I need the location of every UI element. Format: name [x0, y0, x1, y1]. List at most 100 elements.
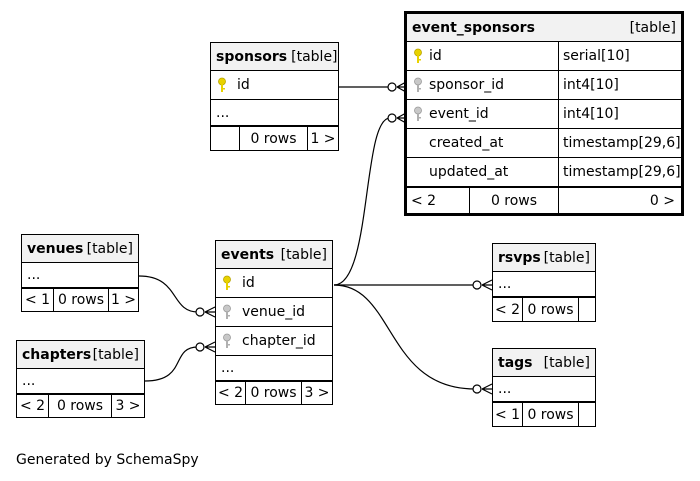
column-name: venue_id: [242, 304, 306, 320]
table-rsvps[interactable]: rsvps [table] ... < 2 0 rows: [492, 243, 596, 322]
table-footer: < 2 0 rows 3 >: [216, 381, 332, 404]
table-footer: < 1 0 rows: [493, 402, 595, 426]
column-name: id: [242, 275, 255, 291]
table-tags[interactable]: tags [table] ... < 1 0 rows: [492, 348, 596, 427]
column-type: timestamp[29,6]: [558, 129, 681, 157]
table-header: chapters [table]: [17, 341, 144, 369]
table-kind: [table]: [92, 346, 139, 363]
column-type: serial[10]: [558, 42, 681, 70]
more-columns: ...: [493, 377, 595, 402]
column-row[interactable]: id: [211, 71, 338, 100]
table-name: sponsors: [216, 48, 288, 65]
row-count: 0 rows: [53, 289, 108, 311]
column-row[interactable]: updated_at timestamp[29,6]: [407, 158, 681, 187]
table-venues[interactable]: venues [table] ... < 1 0 rows 1 >: [21, 234, 139, 312]
row-count: 0 rows: [522, 403, 578, 426]
rel-chapters-events: [144, 346, 199, 382]
table-name: chapters: [22, 346, 92, 363]
column-name: event_id: [429, 106, 489, 122]
children-count[interactable]: [578, 298, 595, 321]
table-sponsors[interactable]: sponsors [table] id ... 0 rows 1 >: [210, 42, 339, 151]
table-footer: < 2 0 rows 3 >: [17, 394, 144, 417]
parents-count[interactable]: < 2: [411, 192, 437, 209]
column-name: updated_at: [429, 164, 509, 180]
more-columns: ...: [211, 100, 338, 126]
column-row[interactable]: venue_id: [216, 298, 332, 327]
table-footer: < 2 0 rows: [493, 297, 595, 321]
parents-count[interactable]: < 2: [494, 301, 521, 318]
table-event-sponsors[interactable]: event_sponsors [table] id serial[10] spo…: [404, 11, 684, 216]
ellipsis: ...: [498, 276, 512, 292]
row-count: 0 rows: [245, 382, 301, 404]
parents-count[interactable]: < 1: [24, 292, 51, 308]
table-kind: [table]: [629, 19, 676, 36]
table-name: event_sponsors: [412, 19, 535, 36]
rel-venues-events: [138, 275, 199, 313]
row-count: 0 rows: [522, 298, 578, 321]
ellipsis: ...: [216, 104, 230, 121]
table-chapters[interactable]: chapters [table] ... < 2 0 rows 3 >: [16, 340, 145, 418]
column-row[interactable]: event_id int4[10]: [407, 100, 681, 129]
column-type: timestamp[29,6]: [558, 158, 681, 186]
ellipsis: ...: [498, 381, 512, 397]
optional-marker: [195, 307, 205, 317]
table-header: event_sponsors [table]: [407, 14, 681, 42]
foreign-key-icon: [407, 106, 429, 122]
table-kind: [table]: [280, 246, 327, 263]
column-row[interactable]: chapter_id: [216, 327, 332, 356]
parents-count[interactable]: < 2: [217, 385, 244, 401]
parents-count[interactable]: [211, 127, 239, 150]
table-kind: [table]: [86, 240, 133, 257]
column-name: id: [237, 77, 250, 93]
column-row[interactable]: id serial[10]: [407, 42, 681, 71]
column-name: id: [429, 48, 442, 64]
primary-key-icon: [216, 275, 238, 291]
table-footer: < 1 0 rows 1 >: [22, 288, 138, 311]
table-header: events [table]: [216, 241, 332, 269]
table-name: tags: [498, 354, 533, 371]
parents-count[interactable]: < 1: [494, 406, 521, 423]
children-count[interactable]: 3 >: [301, 382, 332, 404]
foreign-key-icon: [407, 77, 429, 93]
optional-marker: [387, 113, 397, 123]
children-count[interactable]: 1 >: [108, 289, 138, 311]
column-row[interactable]: created_at timestamp[29,6]: [407, 129, 681, 158]
ellipsis: ...: [27, 267, 41, 283]
more-columns: ...: [17, 369, 144, 394]
column-row[interactable]: id: [216, 269, 332, 298]
column-row[interactable]: sponsor_id int4[10]: [407, 71, 681, 100]
generated-by-footer: Generated by SchemaSpy: [16, 452, 199, 468]
table-header: venues [table]: [22, 235, 138, 263]
foreign-key-icon: [216, 304, 238, 320]
table-name: events: [221, 246, 275, 263]
more-columns: ...: [216, 356, 332, 381]
table-footer: 0 rows 1 >: [211, 126, 338, 150]
more-columns: ...: [493, 272, 595, 297]
table-name: rsvps: [498, 249, 541, 266]
row-count: 0 rows: [469, 188, 558, 213]
optional-marker: [472, 384, 482, 394]
parents-count[interactable]: < 2: [19, 398, 46, 414]
children-count[interactable]: 3 >: [111, 395, 144, 417]
rel-events-event-sponsors: [333, 117, 391, 286]
children-count[interactable]: [578, 403, 595, 426]
optional-marker: [387, 82, 397, 92]
column-name: chapter_id: [242, 333, 316, 349]
table-events[interactable]: events [table] id venue_id chapter_id ..…: [215, 240, 333, 405]
optional-marker: [195, 342, 205, 352]
column-type: int4[10]: [558, 100, 681, 128]
table-header: rsvps [table]: [493, 244, 595, 272]
row-count: 0 rows: [239, 127, 307, 150]
table-header: tags [table]: [493, 349, 595, 377]
ellipsis: ...: [22, 373, 36, 389]
primary-key-icon: [407, 48, 429, 64]
table-header: sponsors [table]: [211, 43, 338, 71]
table-footer: < 2 0 rows 0 >: [407, 187, 681, 213]
children-count[interactable]: 0 >: [558, 188, 681, 213]
children-count[interactable]: 1 >: [307, 127, 338, 150]
table-kind: [table]: [291, 48, 338, 65]
row-count: 0 rows: [48, 395, 111, 417]
primary-key-icon: [211, 77, 233, 93]
column-name: created_at: [429, 135, 504, 151]
